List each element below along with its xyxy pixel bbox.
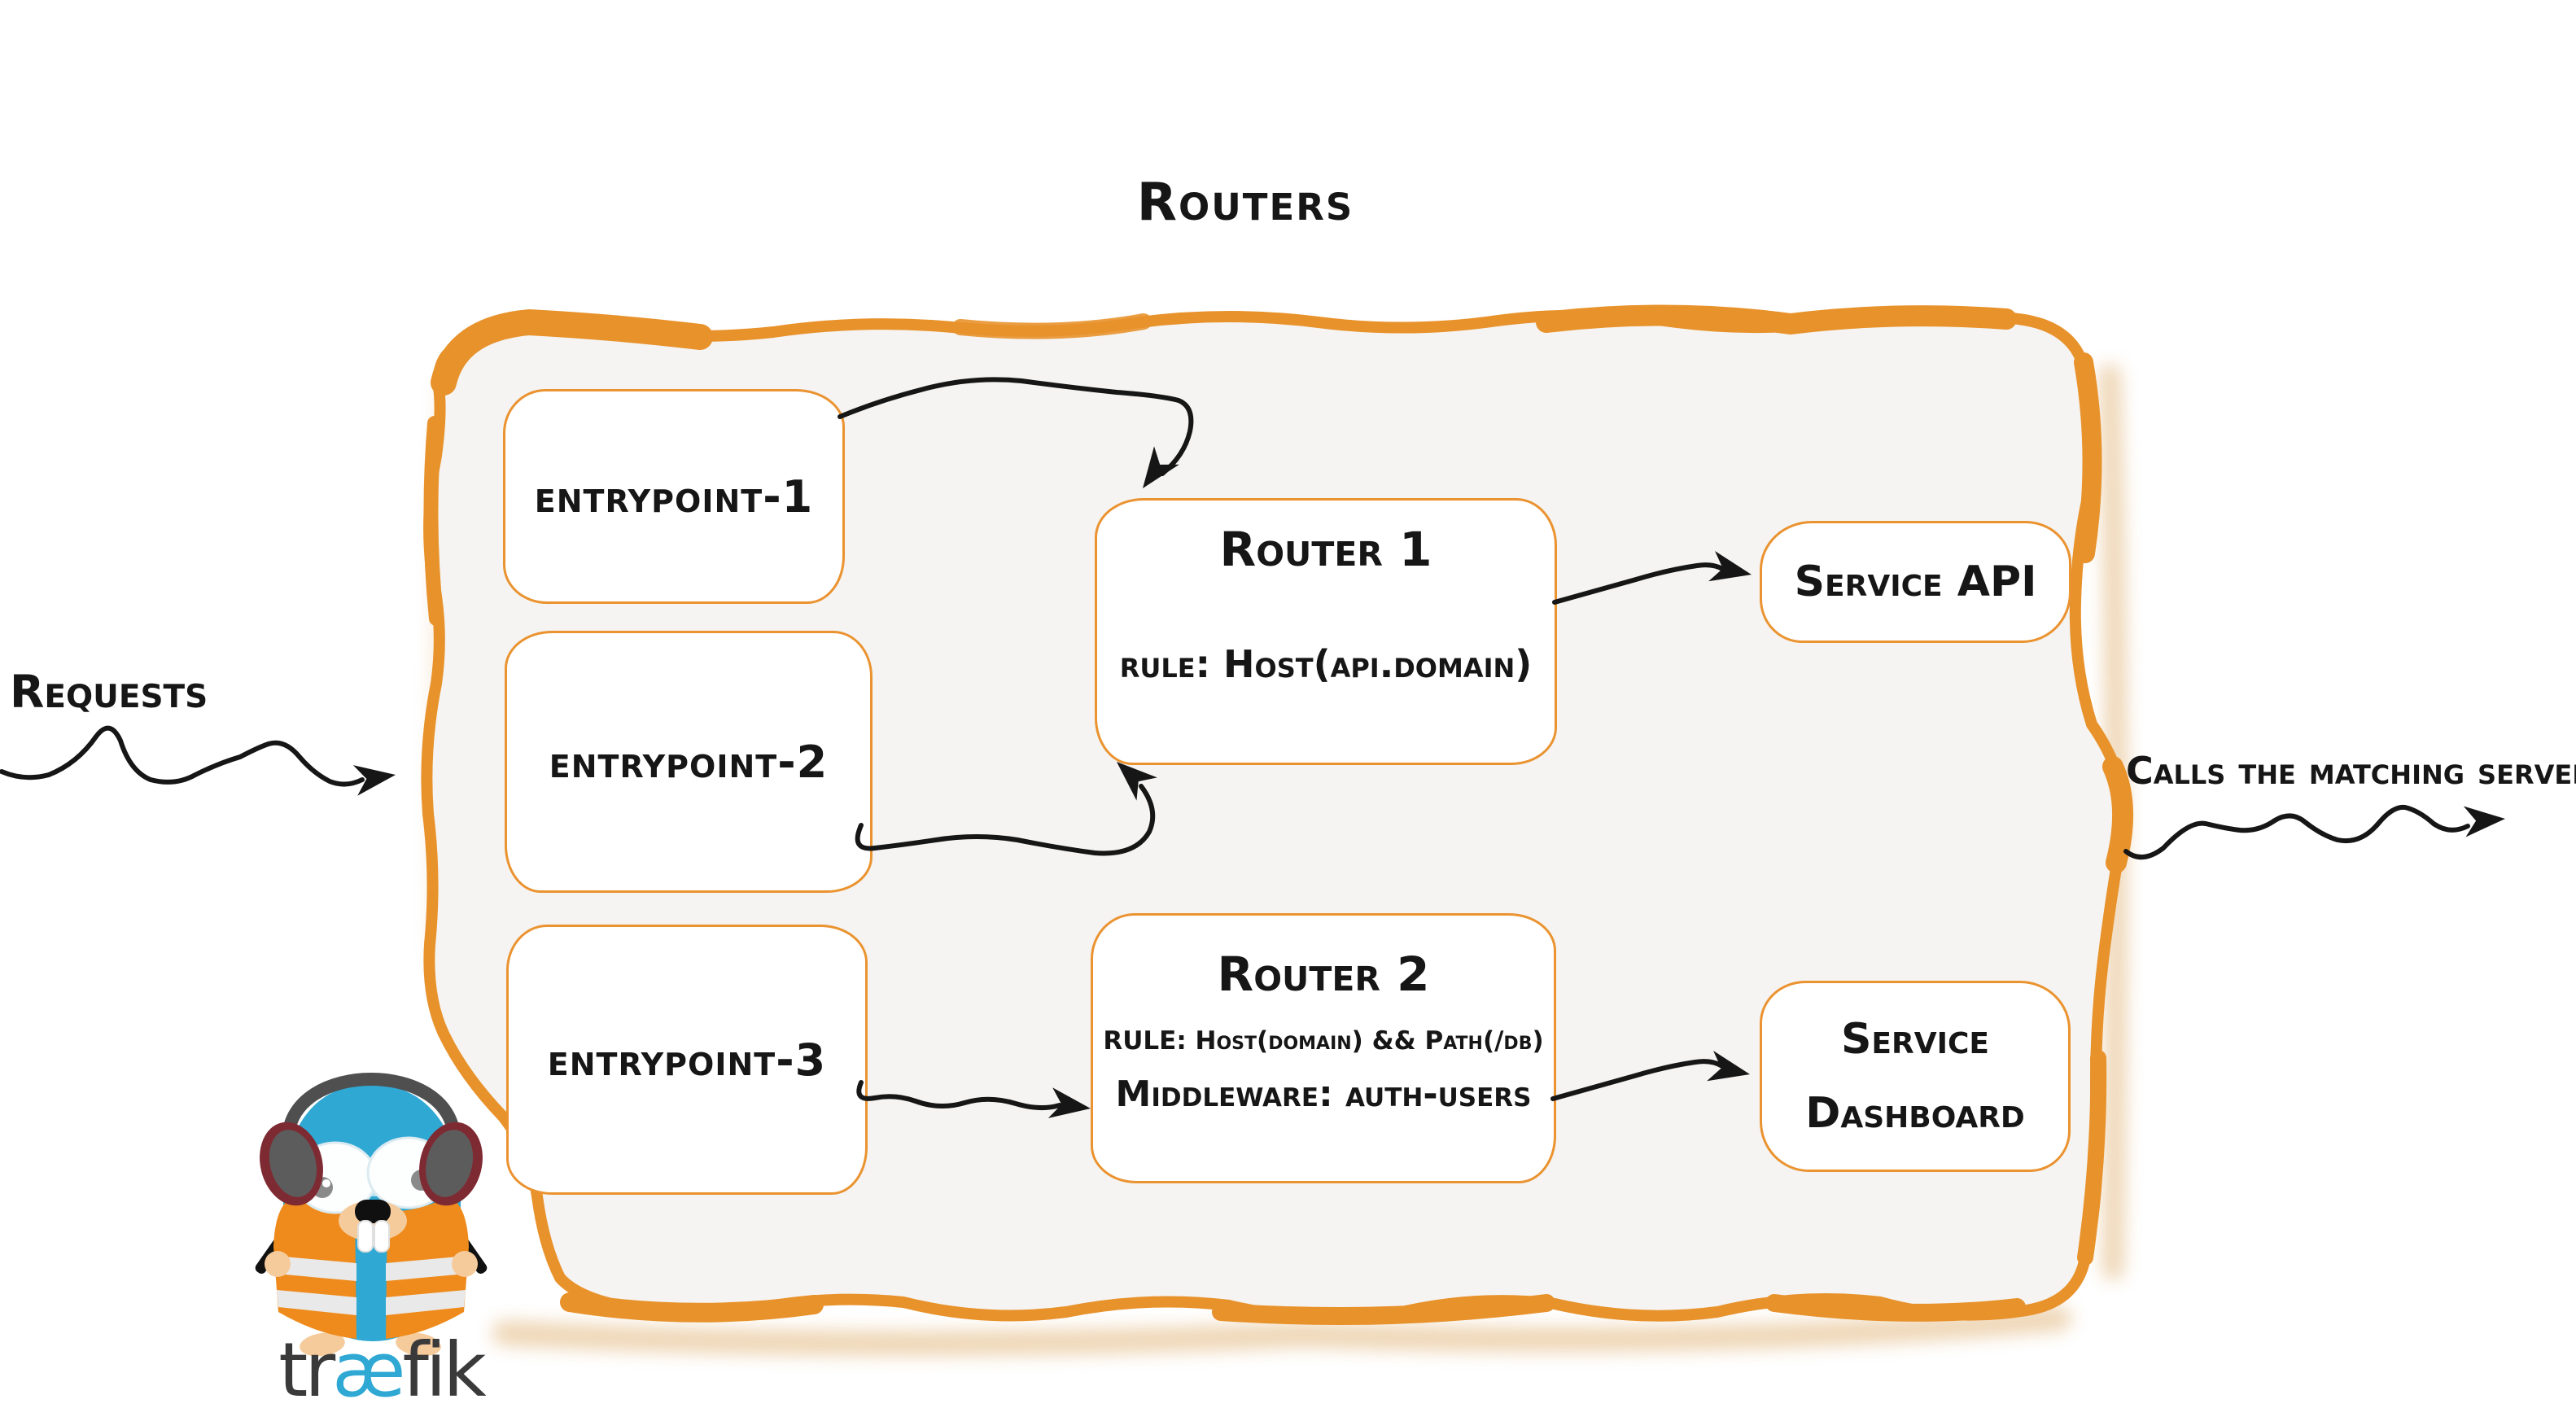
gopher-teeth bbox=[357, 1220, 390, 1253]
gopher-hand-right bbox=[452, 1251, 478, 1277]
router-2-middleware: Middleware: auth-users bbox=[1115, 1073, 1532, 1115]
router-2-node: Router 2 RULE: Host(domain) && Path(/db)… bbox=[1091, 913, 1556, 1183]
router-1-node: Router 1 rule: Host(api.domain) bbox=[1095, 498, 1557, 765]
traefik-wordmark: træfik bbox=[251, 1333, 511, 1408]
entrypoint-3-label: entrypoint-3 bbox=[547, 1034, 827, 1086]
arrow-requests bbox=[0, 725, 365, 787]
gopher-hand-left bbox=[265, 1251, 291, 1277]
router-1-title: Router 1 bbox=[1219, 522, 1432, 577]
headphones-icon bbox=[260, 1073, 483, 1206]
service-api-node: Service API bbox=[1760, 521, 2071, 643]
arrow-entrypoint1-to-router1 bbox=[838, 377, 1194, 476]
calls-label: Calls the matching server bbox=[2126, 749, 2576, 793]
service-api-label: Service API bbox=[1794, 558, 2037, 606]
arrow-entrypoint3-to-router2 bbox=[856, 1080, 1062, 1110]
gopher-nose bbox=[355, 1200, 391, 1223]
service-dashboard-line1: Service bbox=[1840, 1014, 1990, 1064]
entrypoint-1-label: entrypoint-1 bbox=[534, 470, 814, 523]
traffic-light-sticks-icon bbox=[255, 1172, 488, 1274]
entrypoint-2-node: entrypoint-2 bbox=[505, 631, 873, 893]
entrypoint-1-node: entrypoint-1 bbox=[503, 389, 845, 604]
service-dashboard-node: Service Dashboard bbox=[1760, 981, 2071, 1172]
router-2-rule: RULE: Host(domain) && Path(/db) bbox=[1103, 1026, 1544, 1056]
arrow-calls-matching-server bbox=[2123, 804, 2470, 859]
entrypoint-3-node: entrypoint-3 bbox=[506, 925, 868, 1195]
wordmark-ae: æ bbox=[332, 1327, 405, 1408]
entrypoint-2-label: entrypoint-2 bbox=[549, 736, 829, 788]
goggles-band bbox=[290, 1157, 453, 1196]
requests-label: Requests bbox=[10, 666, 208, 718]
arrow-router1-to-service-api bbox=[1552, 562, 1726, 605]
router-2-title: Router 2 bbox=[1217, 947, 1430, 1002]
wordmark-fik: fik bbox=[402, 1327, 487, 1408]
arrow-entrypoint2-to-router1 bbox=[855, 784, 1156, 856]
wordmark-tr: tr bbox=[278, 1327, 335, 1408]
gopher-body bbox=[282, 1084, 461, 1341]
router-1-rule: rule: Host(api.domain) bbox=[1119, 642, 1533, 686]
goggles-eyes-icon bbox=[293, 1136, 451, 1214]
arrow-router2-to-service-dashboard bbox=[1550, 1059, 1725, 1101]
service-dashboard-line2: Dashboard bbox=[1805, 1088, 2025, 1138]
diagram-title: Routers bbox=[1136, 173, 1354, 233]
gopher-muzzle bbox=[339, 1200, 407, 1241]
safety-vest-icon bbox=[273, 1196, 469, 1339]
